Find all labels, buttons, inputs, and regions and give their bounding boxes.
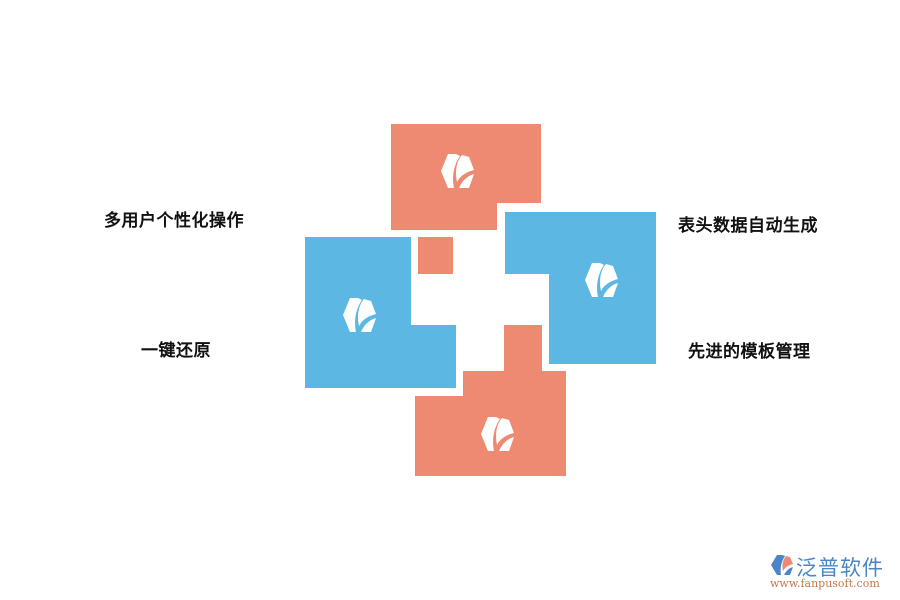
brand-name: 泛普软件 — [796, 556, 884, 580]
right-blue-top — [505, 212, 656, 274]
feature-label-header-auto: 表头数据自动生成 — [678, 216, 818, 236]
hexagon-logo-icon — [343, 298, 376, 332]
brand-watermark: 泛普软件 www.fanpusoft.com — [770, 552, 895, 592]
hexagon-logo-icon — [441, 154, 474, 188]
feature-label-multi-user: 多用户个性化操作 — [104, 211, 244, 231]
brand-url: www.fanpusoft.com — [770, 577, 880, 590]
hexagon-logo-icon — [481, 417, 514, 451]
bottom-coral-column — [504, 325, 542, 371]
top-coral-tail — [391, 203, 497, 230]
hexagon-logo-icon — [585, 263, 618, 297]
small-coral-square — [418, 237, 453, 274]
feature-label-one-click-restore: 一键还原 — [141, 341, 211, 361]
bottom-coral-step — [463, 371, 566, 396]
brand-logo-icon — [771, 555, 793, 575]
left-blue-top — [305, 237, 411, 325]
feature-label-template-mgmt: 先进的模板管理 — [688, 342, 811, 362]
left-blue-bottom — [305, 325, 456, 388]
right-blue-bottom — [549, 274, 656, 364]
